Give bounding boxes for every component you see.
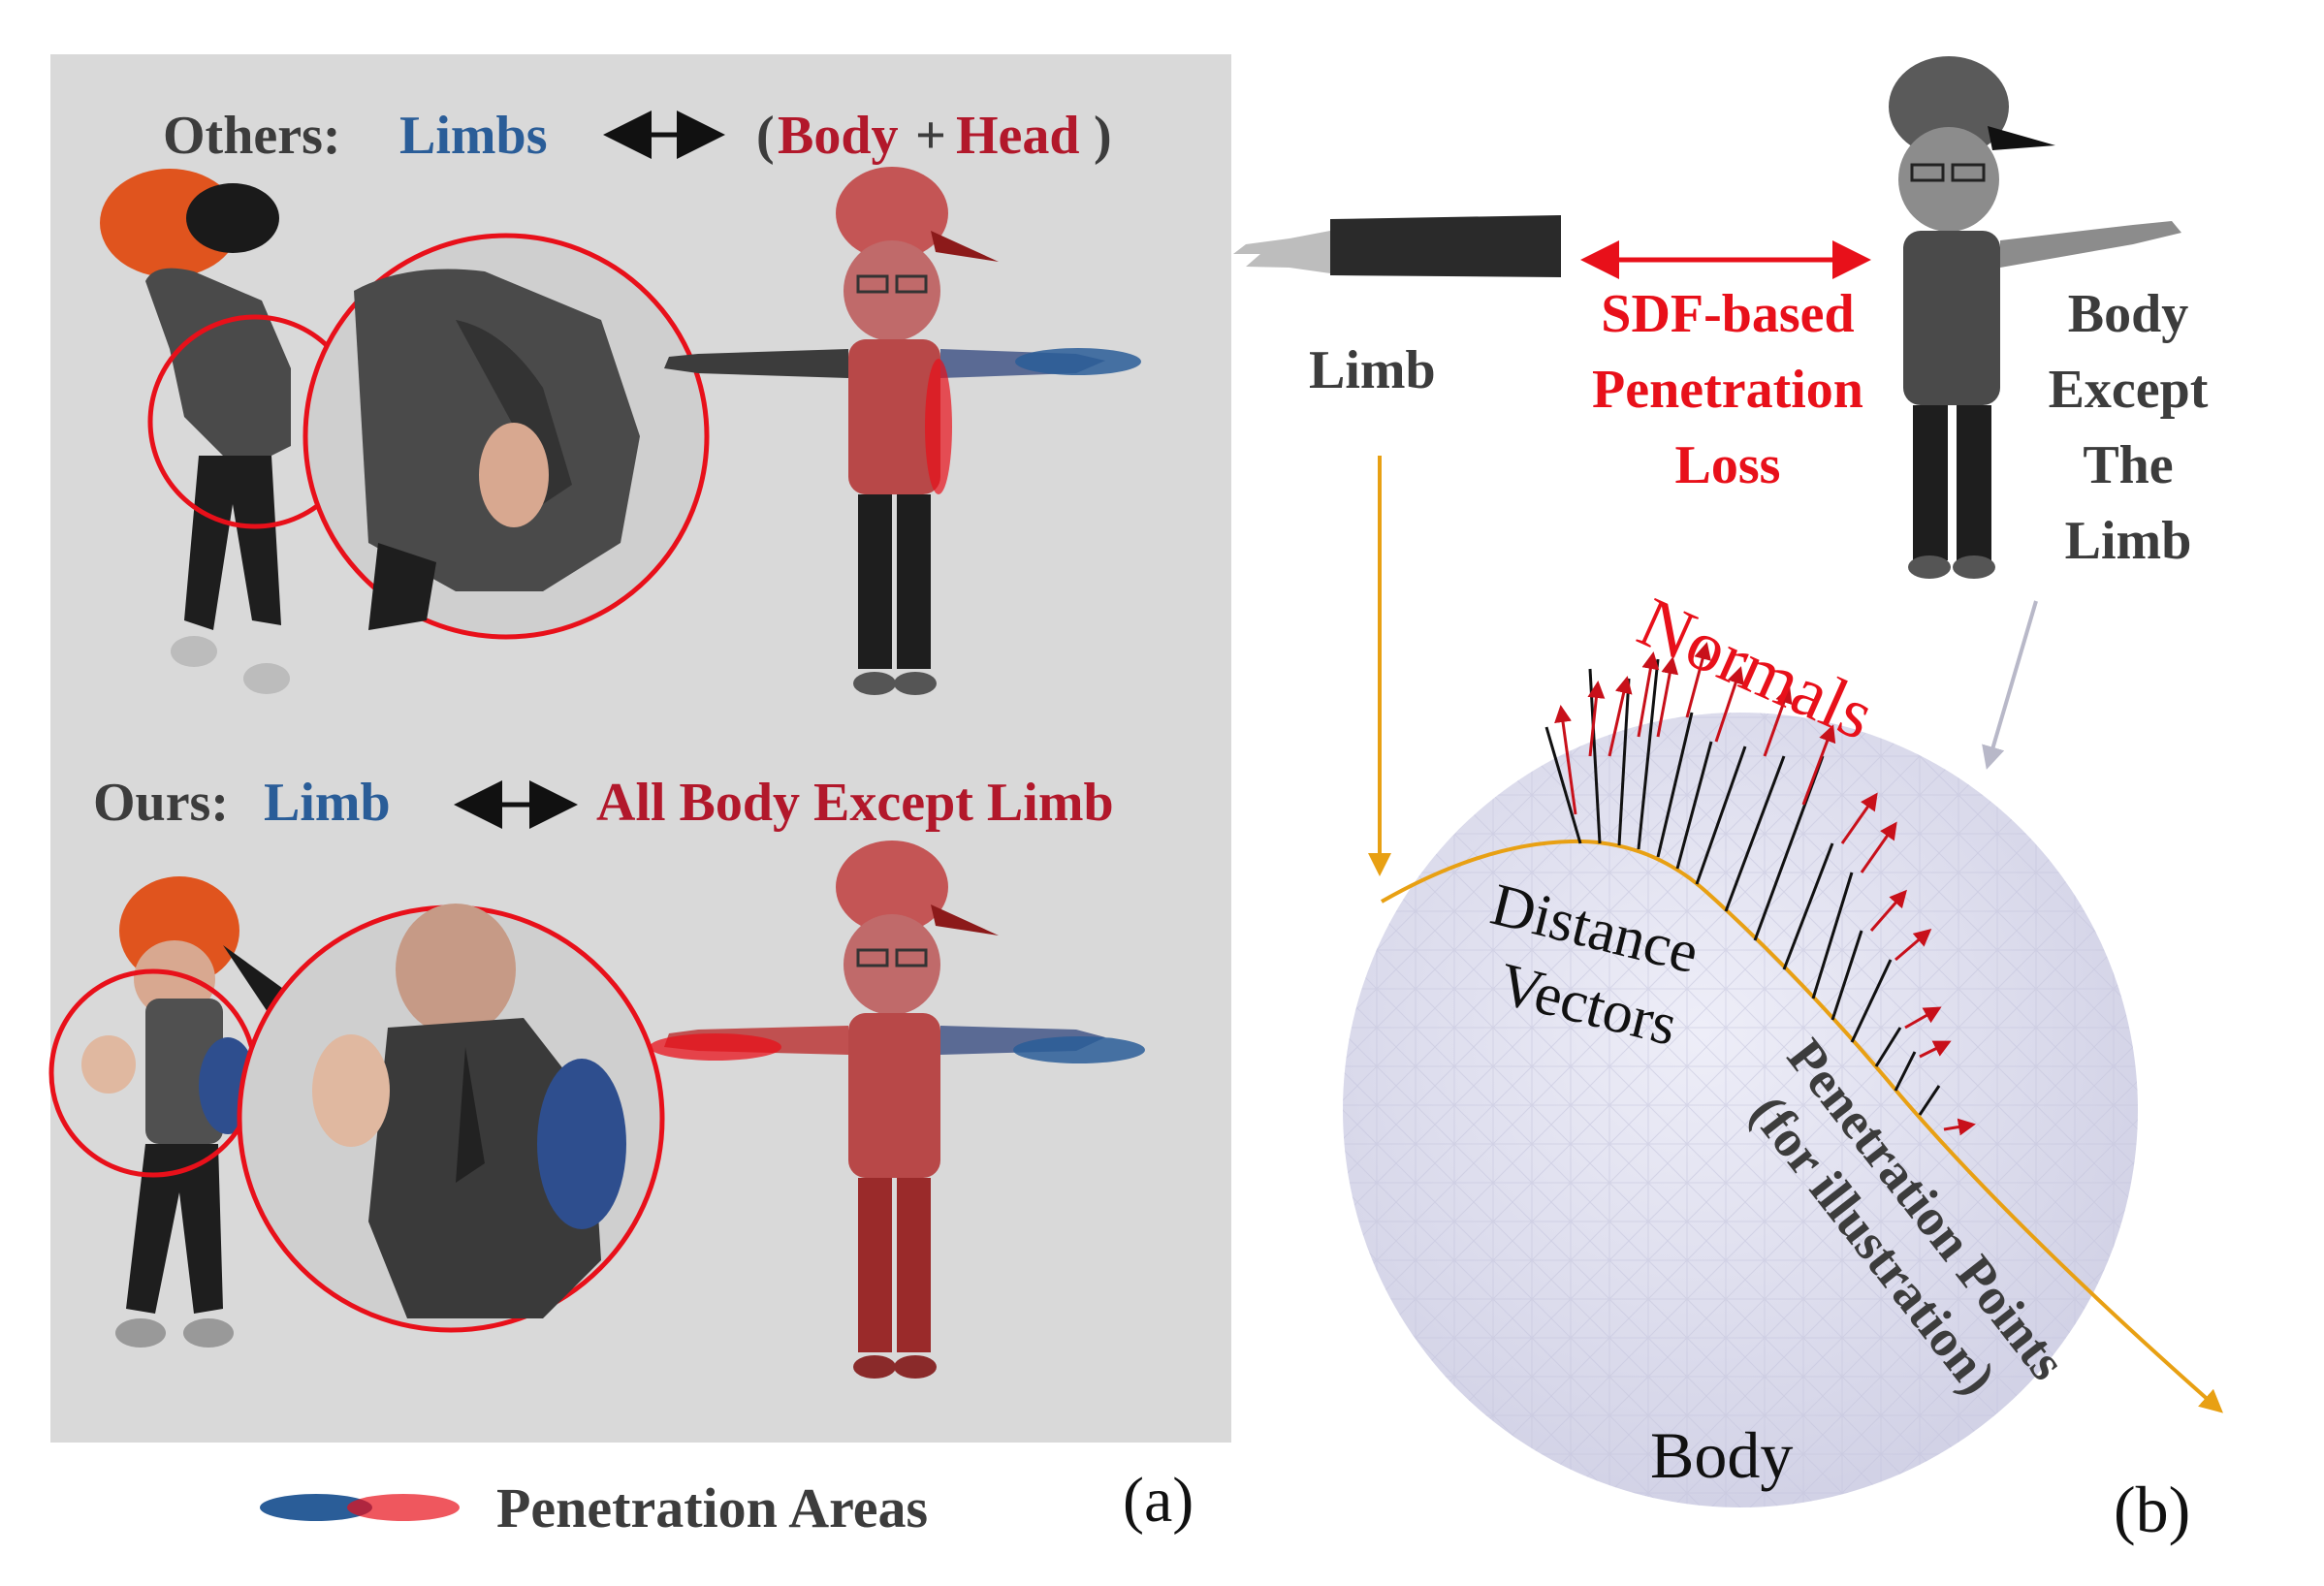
body-except-line2: Except [2048, 360, 2209, 420]
ours-body-penetration-area [650, 1033, 781, 1061]
others-close-paren: ) [1094, 106, 1112, 166]
others-limbs-term: Limbs [399, 106, 548, 166]
body-except-limb-image [1889, 56, 2181, 579]
loss-label-line3: Loss [1674, 435, 1781, 495]
limb-arm-image [1233, 215, 1561, 277]
others-plus: + [915, 106, 946, 166]
panel-a-label: (a) [1123, 1465, 1194, 1536]
ours-limb-penetration-area [1013, 1036, 1145, 1063]
others-body-penetration-area [925, 359, 952, 494]
body-to-sphere-arrow [1982, 600, 2038, 770]
penetration-areas-legend-label: Penetration Areas [496, 1476, 929, 1539]
ours-all-body-term: All Body Except Limb [596, 773, 1114, 833]
ours-prefix: Ours: [93, 773, 229, 833]
ours-tpose-character [664, 841, 1105, 1379]
body-sphere [1343, 713, 2138, 1507]
others-head-term: Head [956, 106, 1080, 166]
body-label: Body [1650, 1418, 1794, 1492]
others-bending-character [100, 169, 291, 694]
limb-surface-curve [1381, 839, 2224, 1413]
panel-b-label: (b) [2114, 1473, 2191, 1546]
ours-limb-term: Limb [264, 773, 391, 833]
body-except-line4: Limb [2064, 511, 2192, 571]
others-open-paren: ( [756, 106, 775, 166]
distance-vectors [1544, 658, 1941, 1116]
body-except-line3: The [2083, 435, 2174, 495]
others-prefix: Others: [163, 106, 341, 166]
others-limb-penetration-area [1015, 348, 1141, 375]
ours-zoom-detail [237, 904, 665, 1333]
body-except-line1: Body [2067, 284, 2189, 344]
loss-label-line1: SDF-based [1601, 284, 1855, 344]
penetration-areas-legend-swatch [260, 1494, 460, 1521]
ours-praying-character [81, 876, 310, 1348]
limb-label: Limb [1309, 340, 1436, 400]
others-body-term: Body [778, 106, 899, 166]
normals [1554, 642, 1976, 1136]
others-zoom-detail [302, 233, 710, 640]
others-tpose-character [664, 167, 1105, 695]
loss-label-line2: Penetration [1592, 360, 1863, 420]
